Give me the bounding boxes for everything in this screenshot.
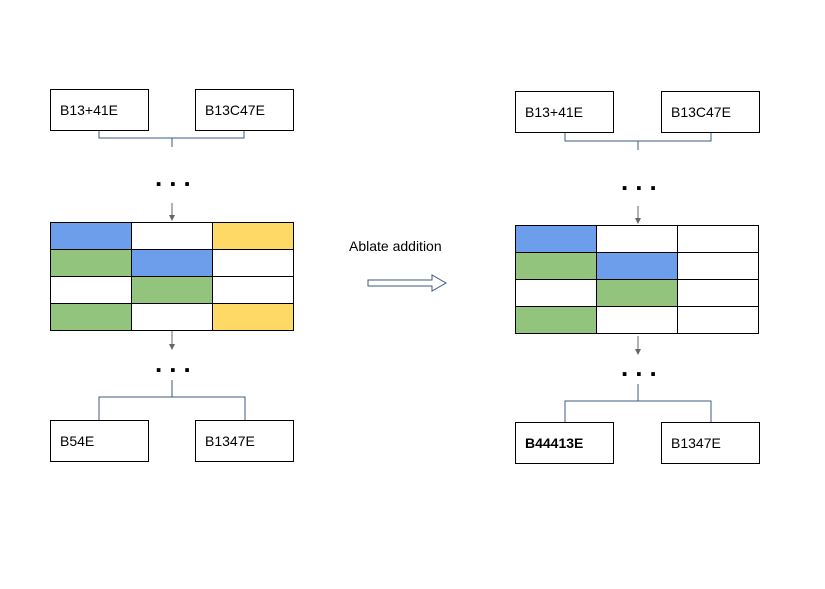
right-arrow-from-grid-head <box>635 349 641 355</box>
left-input-label-1: B13+41E <box>60 102 118 118</box>
right-grid-row <box>515 279 759 307</box>
transition-label: Ablate addition <box>349 238 442 254</box>
left-grid-cell-green <box>50 303 132 331</box>
left-grid-cell-yellow <box>212 222 294 250</box>
right-grid-cell-green <box>515 252 597 280</box>
left-grid-row <box>50 222 294 250</box>
right-grid-row <box>515 306 759 334</box>
right-output-box-2: B1347E <box>661 422 760 464</box>
right-arrow-to-grid-head <box>635 218 641 224</box>
left-grid-row <box>50 249 294 277</box>
left-arrow-from-grid-head <box>169 344 175 350</box>
left-output-label-1: B54E <box>60 433 95 449</box>
left-grid-cell-yellow <box>212 303 294 331</box>
left-input-box-2: B13C47E <box>195 89 294 131</box>
right-output-label-2: B1347E <box>671 435 721 451</box>
right-grid-cell-white <box>677 225 759 253</box>
right-ellipsis-top: ... <box>621 166 664 196</box>
left-output-label-2: B1347E <box>205 433 255 449</box>
right-output-box-1: B44413E <box>515 422 614 464</box>
left-grid-cell-white <box>212 276 294 304</box>
right-ellipsis-bottom: ... <box>621 352 664 382</box>
left-ellipsis-top: ... <box>155 162 198 192</box>
left-grid-cell-blue <box>50 222 132 250</box>
right-grid-cell-blue <box>596 252 678 280</box>
right-grid-row <box>515 225 759 253</box>
right-grid <box>515 225 759 334</box>
left-arrow-to-grid-head <box>169 215 175 221</box>
left-grid <box>50 222 294 331</box>
right-grid-cell-blue <box>515 225 597 253</box>
right-input-label-2: B13C47E <box>671 104 731 120</box>
left-grid-row <box>50 276 294 304</box>
left-grid-cell-white <box>131 222 213 250</box>
transition-arrow <box>367 274 448 292</box>
right-grid-row <box>515 252 759 280</box>
left-input-label-2: B13C47E <box>205 102 265 118</box>
left-grid-cell-white <box>50 276 132 304</box>
right-grid-cell-white <box>596 306 678 334</box>
right-output-label-1: B44413E <box>525 435 584 451</box>
right-bottom-bracket <box>564 400 712 422</box>
right-grid-cell-green <box>515 306 597 334</box>
left-grid-cell-white <box>212 249 294 277</box>
left-bottom-bracket <box>98 396 246 420</box>
left-output-box-1: B54E <box>50 420 149 462</box>
right-input-label-1: B13+41E <box>525 104 583 120</box>
right-grid-cell-white <box>596 225 678 253</box>
left-grid-cell-white <box>131 303 213 331</box>
left-grid-cell-blue <box>131 249 213 277</box>
right-grid-cell-white <box>677 279 759 307</box>
right-input-box-2: B13C47E <box>661 91 760 133</box>
left-grid-cell-green <box>131 276 213 304</box>
right-grid-cell-white <box>515 279 597 307</box>
right-grid-cell-white <box>677 306 759 334</box>
right-top-bracket <box>564 133 712 142</box>
left-output-box-2: B1347E <box>195 420 294 462</box>
left-grid-row <box>50 303 294 331</box>
right-input-box-1: B13+41E <box>515 91 614 133</box>
right-grid-cell-green <box>596 279 678 307</box>
right-grid-cell-white <box>677 252 759 280</box>
left-grid-cell-green <box>50 249 132 277</box>
left-input-box-1: B13+41E <box>50 89 149 131</box>
left-ellipsis-bottom: ... <box>155 348 198 378</box>
left-top-bracket <box>98 131 245 139</box>
